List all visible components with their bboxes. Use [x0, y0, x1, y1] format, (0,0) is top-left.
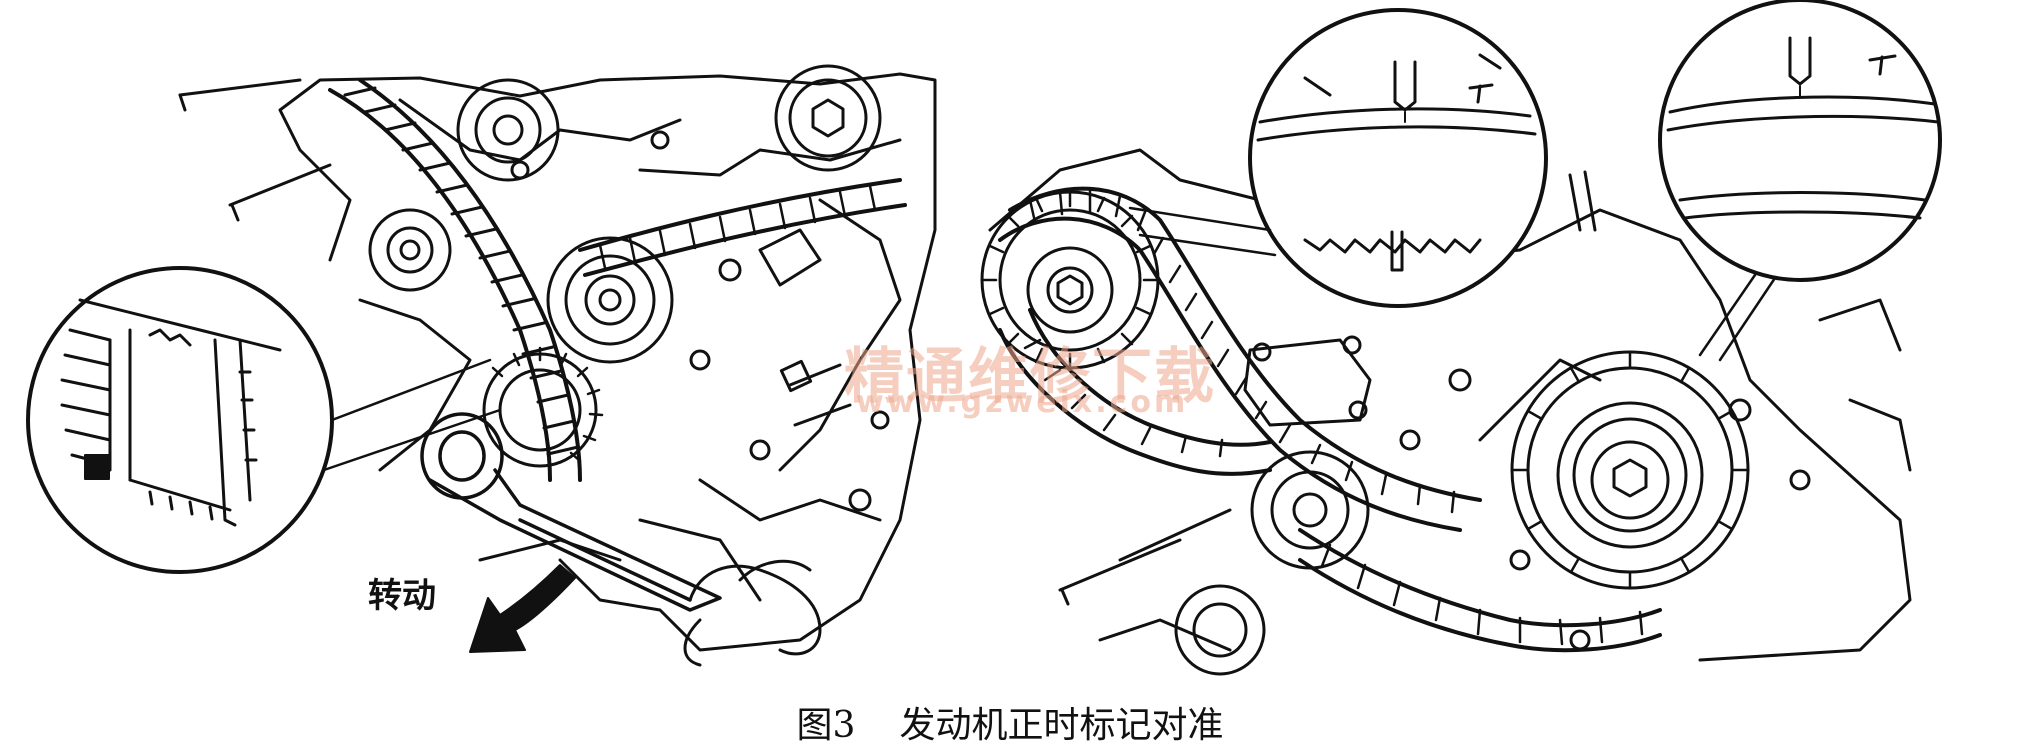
hand	[683, 559, 822, 667]
right-engine-panel	[980, 148, 1912, 676]
figure-caption: 图3 发动机正时标记对准	[0, 696, 2020, 748]
watermark-text: 精通维修下载	[844, 342, 1216, 412]
rotate-label: 转动	[368, 576, 436, 616]
watermark-url: www.gzweix.com	[856, 385, 1189, 420]
caption-title: 发动机正时标记对准	[899, 705, 1224, 746]
left-detail-callout	[26, 266, 502, 574]
right-detail-callout-2	[1658, 0, 1942, 362]
left-engine-panel	[178, 64, 937, 667]
wrench	[420, 412, 722, 612]
rotate-arrow	[469, 564, 576, 653]
caption-number: 图3	[796, 705, 856, 746]
right-detail-callout-1	[1128, 8, 1548, 308]
